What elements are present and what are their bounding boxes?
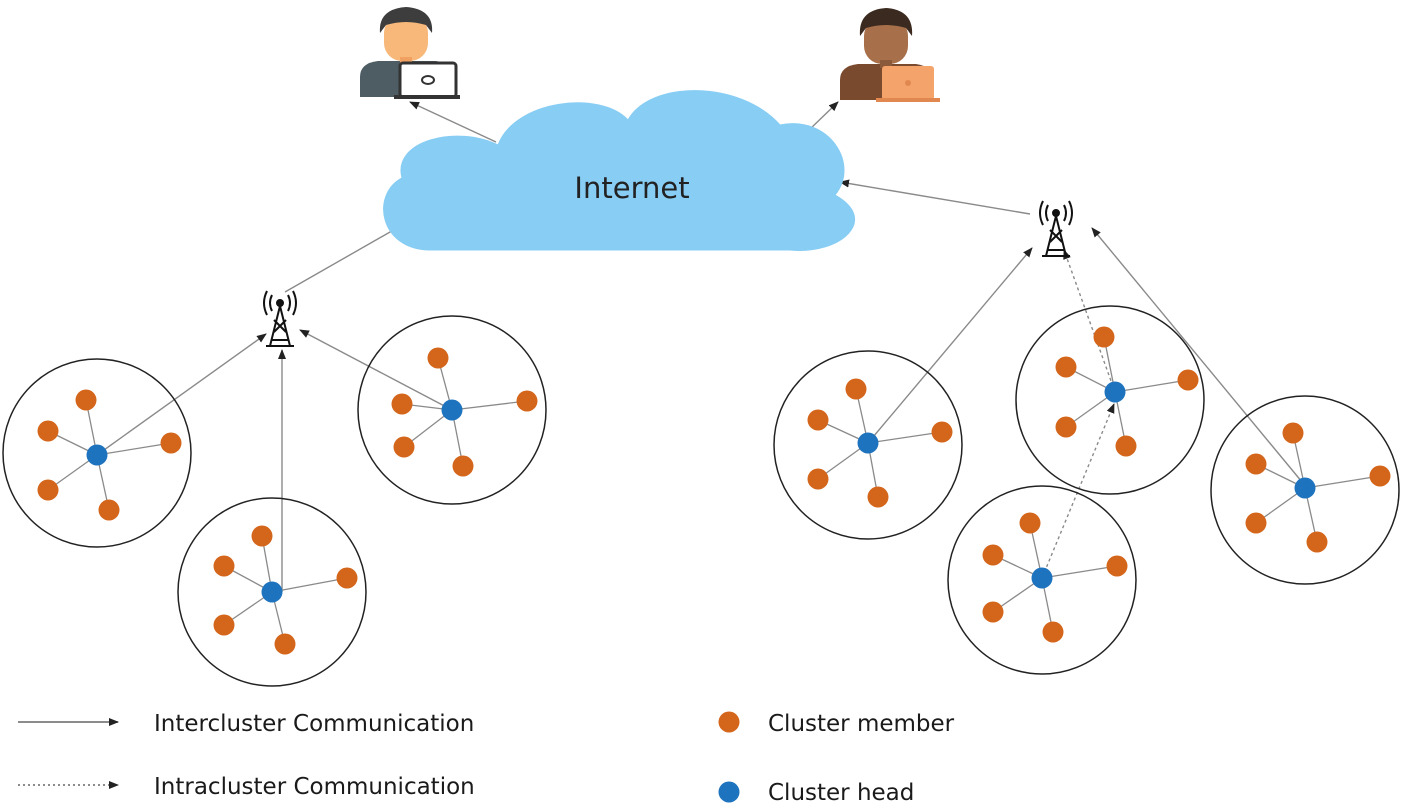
cluster-head	[441, 399, 463, 421]
legend-member-dot	[718, 711, 740, 733]
intercluster-arrow	[96, 333, 267, 456]
cluster-member	[1106, 555, 1128, 577]
legend-member-label: Cluster member	[768, 711, 955, 737]
cell-tower-icon	[1039, 200, 1073, 257]
cluster	[177, 497, 367, 687]
cluster	[947, 485, 1137, 675]
intercluster-arrow	[1091, 227, 1308, 489]
cluster-member	[1245, 453, 1267, 475]
cluster-member	[213, 555, 235, 577]
cluster-member	[931, 421, 953, 443]
cluster-member	[37, 479, 59, 501]
intracluster-arrow	[1063, 249, 1116, 393]
cloud-shape	[383, 90, 856, 251]
cluster-member	[867, 486, 889, 508]
cluster	[357, 315, 547, 505]
legend-intracluster-label: Intracluster Communication	[154, 774, 475, 800]
cluster-member	[1177, 369, 1199, 391]
cluster-head	[1031, 567, 1053, 589]
internet-cloud: Internet	[383, 90, 856, 251]
cluster-member	[807, 468, 829, 490]
cluster-head	[857, 432, 879, 454]
cluster-member	[391, 393, 413, 415]
intercluster-arrow	[867, 247, 1033, 444]
intercluster-arrow	[299, 329, 453, 411]
cluster-member	[1042, 621, 1064, 643]
cluster-member	[982, 601, 1004, 623]
legend: Intercluster Communication Intracluster …	[18, 711, 955, 806]
cluster-member	[516, 390, 538, 412]
cluster-member	[251, 525, 273, 547]
cluster-member	[37, 420, 59, 442]
intracluster-arrow	[1041, 403, 1115, 579]
cluster-member	[1019, 512, 1041, 534]
intercluster-arrow	[409, 101, 497, 143]
legend-intercluster-label: Intercluster Communication	[154, 711, 474, 737]
cluster-member	[1093, 326, 1115, 348]
cluster-member	[452, 455, 474, 477]
intercluster-arrow	[284, 223, 405, 293]
cluster-member	[1055, 416, 1077, 438]
cluster-member	[1115, 435, 1137, 457]
cluster-member	[427, 347, 449, 369]
cell-tower-icon	[263, 290, 297, 347]
cluster-member	[213, 614, 235, 636]
cluster-member	[1282, 422, 1304, 444]
legend-head-dot	[718, 781, 740, 803]
cluster-head	[86, 444, 108, 466]
cluster-member	[982, 544, 1004, 566]
cluster-head	[1104, 381, 1126, 403]
intercluster-arrow	[839, 179, 1031, 215]
cluster-member	[393, 436, 415, 458]
cluster-member	[1055, 356, 1077, 378]
cluster-member	[160, 432, 182, 454]
cluster-head	[261, 581, 283, 603]
cluster-member	[75, 389, 97, 411]
cluster	[1210, 395, 1400, 585]
cluster-member	[1245, 512, 1267, 534]
cluster-member	[807, 409, 829, 431]
legend-head-label: Cluster head	[768, 780, 914, 806]
communication-links	[96, 101, 1308, 592]
cluster-member	[1306, 531, 1328, 553]
cluster-head	[1294, 477, 1316, 499]
user-laptop-icon	[360, 7, 460, 99]
cluster-member	[274, 633, 296, 655]
cluster	[773, 350, 963, 540]
cluster-member	[1369, 465, 1391, 487]
cluster-member	[845, 378, 867, 400]
cluster	[1015, 305, 1205, 495]
cluster-member	[98, 499, 120, 521]
user-laptop-icon	[840, 8, 940, 102]
cloud-label: Internet	[574, 171, 689, 205]
cluster-member	[336, 567, 358, 589]
cluster	[2, 358, 192, 548]
